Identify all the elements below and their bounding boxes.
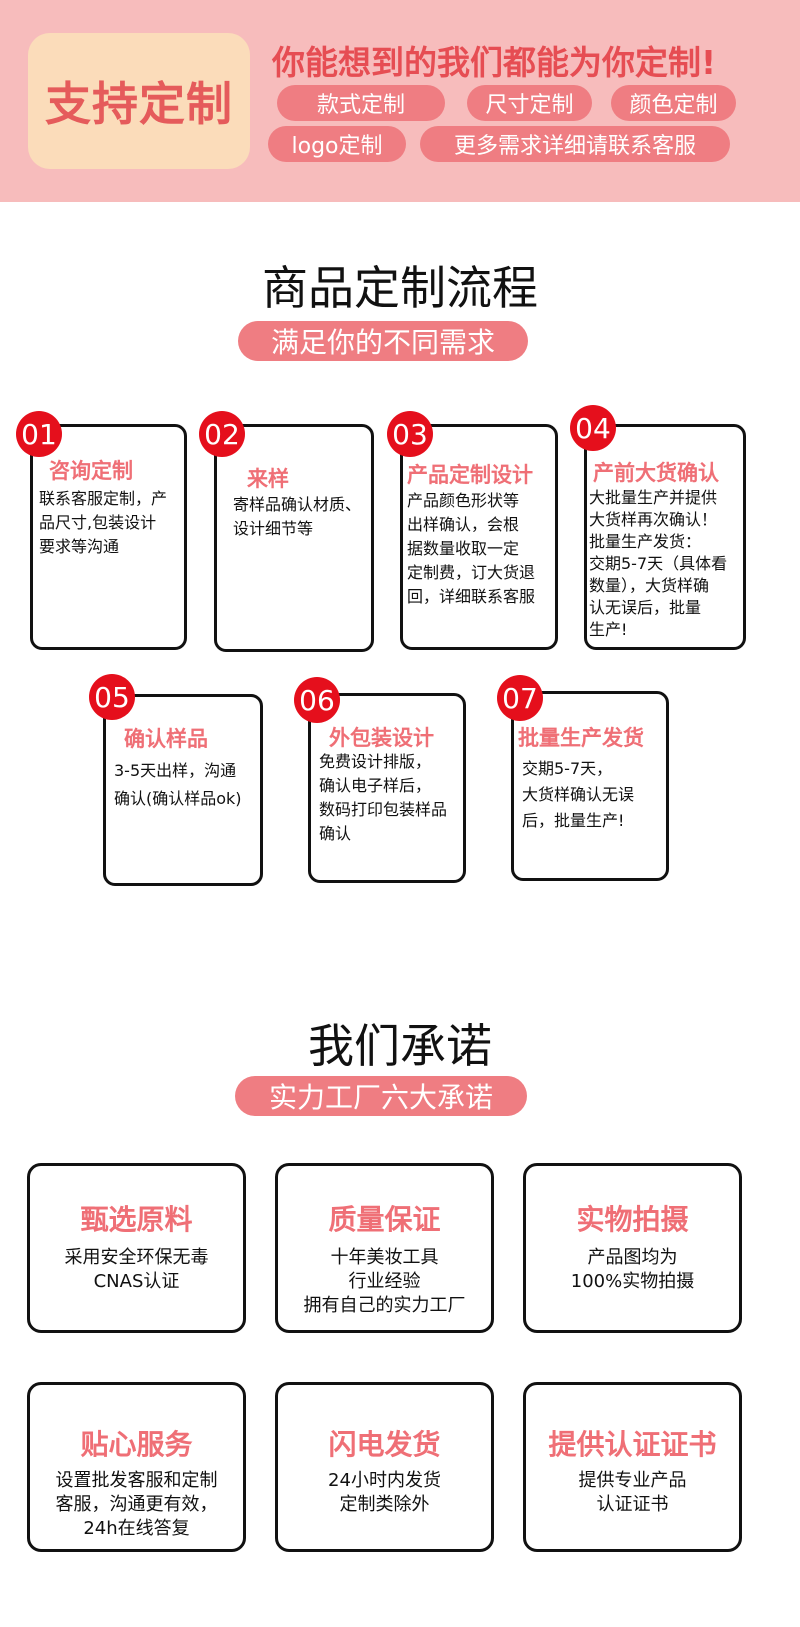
step-number-06: 06 xyxy=(294,677,340,723)
promise-card-service: 贴心服务 设置批发客服和定制 客服，沟通更有效， 24h在线答复 xyxy=(27,1382,246,1552)
step-title: 咨询定制 xyxy=(49,459,133,483)
tag-color: 颜色定制 xyxy=(611,85,736,121)
custom-banner: 支持定制 你能想到的我们都能为你定制! 款式定制 尺寸定制 颜色定制 logo定… xyxy=(0,0,800,202)
step-number-01: 01 xyxy=(16,411,62,457)
card-title: 闪电发货 xyxy=(328,1428,441,1461)
step-title: 确认样品 xyxy=(124,727,208,751)
card-title: 甄选原料 xyxy=(80,1203,193,1236)
tag-size: 尺寸定制 xyxy=(467,85,592,121)
step-number-04: 04 xyxy=(570,405,616,451)
step-desc: 联系客服定制，产 品尺寸,包装设计 要求等沟通 xyxy=(39,489,168,556)
step-card-02: 来样 寄样品确认材质、 设计细节等 xyxy=(214,424,374,652)
step-card-07: 批量生产发货 交期5-7天， 大货样确认无误 后，批量生产! xyxy=(511,691,669,881)
card-desc: 24小时内发货 定制类除外 xyxy=(328,1470,441,1515)
step-title: 外包装设计 xyxy=(329,726,434,750)
card-desc: 设置批发客服和定制 客服，沟通更有效， 24h在线答复 xyxy=(55,1470,218,1539)
step-card-03: 产品定制设计 产品颜色形状等 出样确认，会根 据数量收取一定 定制费，订大货退 … xyxy=(400,424,558,650)
step-desc: 3-5天出样，沟通 确认(确认样品ok) xyxy=(114,761,242,808)
card-title: 实物拍摄 xyxy=(576,1203,689,1236)
step-title: 产前大货确认 xyxy=(593,461,719,485)
step-card-04: 产前大货确认 大批量生产并提供 大货样再次确认！ 批量生产发货： 交期5-7天（… xyxy=(584,424,746,650)
step-desc: 免费设计排版， 确认电子样后， 数码打印包装样品 确认 xyxy=(319,752,448,843)
step-number-07: 07 xyxy=(497,675,543,721)
promise-subtitle: 实力工厂六大承诺 xyxy=(235,1076,527,1116)
card-desc: 采用安全环保无毒 CNAS认证 xyxy=(64,1247,209,1292)
step-desc: 大批量生产并提供 大货样再次确认！ 批量生产发货： 交期5-7天（具体看 数量）… xyxy=(589,488,728,639)
card-desc: 十年美妆工具 行业经验 拥有自己的实力工厂 xyxy=(303,1247,466,1316)
promise-card-materials: 甄选原料 采用安全环保无毒 CNAS认证 xyxy=(27,1163,246,1333)
step-card-01: 咨询定制 联系客服定制，产 品尺寸,包装设计 要求等沟通 xyxy=(30,424,187,650)
promise-title: 我们承诺 xyxy=(308,1019,492,1073)
promise-card-fast-shipping: 闪电发货 24小时内发货 定制类除外 xyxy=(275,1382,494,1552)
process-title: 商品定制流程 xyxy=(262,261,538,315)
card-desc: 产品图均为 100%实物拍摄 xyxy=(570,1247,695,1292)
step-title: 产品定制设计 xyxy=(407,463,533,487)
card-desc: 提供专业产品 认证证书 xyxy=(578,1470,687,1515)
banner-headline: 你能想到的我们都能为你定制! xyxy=(272,43,717,82)
card-title: 质量保证 xyxy=(328,1203,441,1236)
step-number-02: 02 xyxy=(199,411,245,457)
badge-text: 支持定制 xyxy=(45,77,233,131)
step-title: 批量生产发货 xyxy=(518,726,644,750)
step-number-03: 03 xyxy=(387,411,433,457)
card-title: 贴心服务 xyxy=(80,1428,193,1461)
process-subtitle: 满足你的不同需求 xyxy=(238,321,528,361)
promise-card-quality: 质量保证 十年美妆工具 行业经验 拥有自己的实力工厂 xyxy=(275,1163,494,1333)
step-desc: 寄样品确认材质、 设计细节等 xyxy=(233,495,362,538)
step-title: 来样 xyxy=(247,467,289,491)
step-card-05: 确认样品 3-5天出样，沟通 确认(确认样品ok) xyxy=(103,694,263,886)
step-number-05: 05 xyxy=(89,674,135,720)
tag-style: 款式定制 xyxy=(277,85,445,121)
step-desc: 交期5-7天， 大货样确认无误 后，批量生产! xyxy=(522,759,635,830)
promise-card-certificate: 提供认证证书 提供专业产品 认证证书 xyxy=(523,1382,742,1552)
promise-card-real-photos: 实物拍摄 产品图均为 100%实物拍摄 xyxy=(523,1163,742,1333)
custom-badge: 支持定制 xyxy=(28,33,250,169)
card-title: 提供认证证书 xyxy=(548,1428,717,1461)
tag-logo: logo定制 xyxy=(268,126,406,162)
step-card-06: 外包装设计 免费设计排版， 确认电子样后， 数码打印包装样品 确认 xyxy=(308,693,466,883)
step-desc: 产品颜色形状等 出样确认，会根 据数量收取一定 定制费，订大货退 回，详细联系客… xyxy=(407,491,536,606)
tag-more-contact: 更多需求详细请联系客服 xyxy=(420,126,730,162)
